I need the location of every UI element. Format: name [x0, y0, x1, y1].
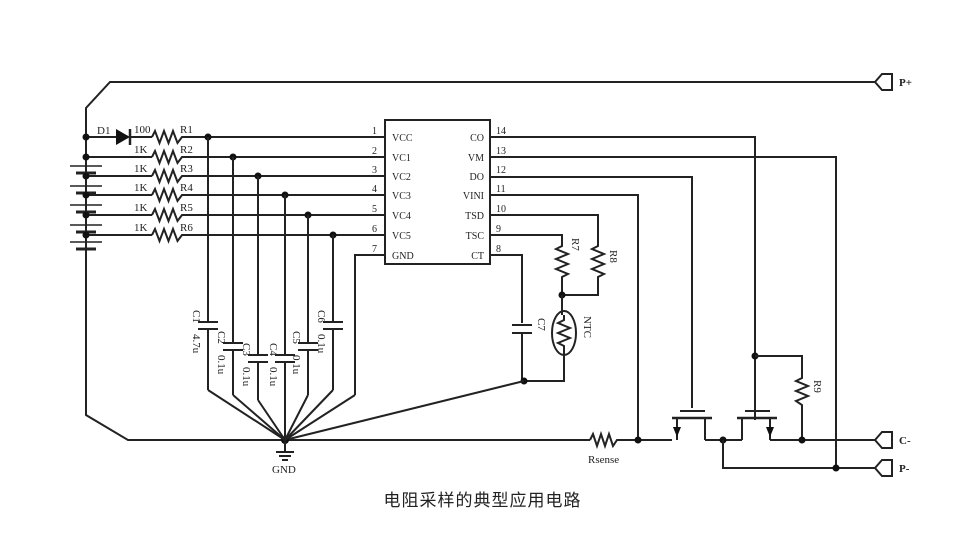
mosfet-discharge — [672, 410, 742, 441]
p-minus-wire — [722, 440, 875, 469]
ic-pin-number: 9 — [496, 224, 501, 235]
capacitor-value: 0.1u — [315, 334, 327, 354]
resistor-r6 — [82, 226, 385, 244]
capacitor-ref: C5 — [290, 331, 302, 344]
capacitor-value: 4.7u — [190, 334, 202, 354]
resistor-value: 1K — [134, 202, 148, 214]
mosfet-charge — [737, 410, 875, 441]
p-minus-label: P- — [899, 463, 910, 475]
figure-caption: 电阻采样的典型应用电路 — [383, 491, 582, 511]
ic-pin-number: 5 — [372, 204, 377, 215]
ic-pin-number: 8 — [496, 244, 501, 255]
resistor-value: 1K — [134, 182, 148, 194]
rsense-label: Rsense — [588, 454, 619, 466]
ic-pin-name: VCC — [392, 133, 413, 144]
capacitor-ref: C1 — [190, 310, 202, 323]
resistor-ref: R4 — [180, 182, 193, 194]
r7-label: R7 — [569, 238, 581, 251]
capacitor-c6 — [284, 231, 343, 441]
ic-pin-number: 13 — [496, 146, 506, 157]
p-plus-label: P+ — [899, 77, 912, 89]
p-plus-terminal — [873, 73, 893, 91]
resistor-r2 — [82, 148, 385, 166]
ic-pin-number: 6 — [372, 224, 377, 235]
ic-pin-number: 12 — [496, 165, 506, 176]
protection-ic — [384, 119, 491, 265]
p-minus-terminal — [873, 459, 893, 477]
resistor-value: 100 — [134, 124, 151, 136]
resistor-r4 — [82, 186, 385, 204]
ic-pin-name: VC3 — [392, 191, 411, 202]
capacitor-c2 — [223, 153, 286, 441]
ic-pin-number: 10 — [496, 204, 506, 215]
capacitor-ref: C2 — [215, 331, 227, 344]
ic-pin-name: TSC — [466, 231, 485, 242]
ic-pin-name: VM — [468, 153, 484, 164]
capacitor-value: 0.1u — [267, 367, 279, 387]
tsc-wire — [490, 234, 563, 240]
resistor-ref: R1 — [180, 124, 193, 136]
capacitor-value: 0.1u — [240, 367, 252, 387]
capacitor-value: 0.1u — [215, 355, 227, 375]
resistor-ref: R5 — [180, 202, 193, 214]
ic-pin-number: 14 — [496, 126, 506, 137]
vm-wire — [490, 156, 837, 468]
ic-pin-name: VINI — [463, 191, 484, 202]
r9-label: R9 — [811, 380, 823, 393]
ic-pin-name: VC4 — [392, 211, 411, 222]
c-minus-terminal — [873, 431, 893, 449]
resistor-r5 — [82, 206, 385, 224]
ct-wire — [490, 254, 523, 320]
resistor-rsense — [589, 430, 672, 450]
resistor-ref: R2 — [180, 144, 193, 156]
resistor-ref: R3 — [180, 163, 193, 175]
do-wire — [490, 176, 693, 408]
ic-pin-name: CT — [471, 251, 484, 262]
gnd-label: GND — [272, 464, 296, 476]
diode-d1-label: D1 — [97, 125, 110, 137]
ic-pin-number: 3 — [372, 165, 377, 176]
ic-pin-number: 7 — [372, 244, 377, 255]
capacitor-c4 — [275, 191, 295, 440]
resistor-r3 — [82, 167, 385, 185]
resistor-value: 1K — [134, 144, 148, 156]
capacitor-ref: C4 — [267, 343, 279, 356]
resistor-r1 — [82, 128, 385, 146]
resistor-r8 — [562, 240, 607, 296]
ic-pin-name: GND — [392, 251, 414, 262]
r8-label: R8 — [607, 250, 619, 263]
resistor-value: 1K — [134, 222, 148, 234]
capacitor-c1 — [198, 133, 286, 441]
resistor-r9 — [755, 355, 811, 440]
ic-pin-name: CO — [470, 133, 484, 144]
resistor-value: 1K — [134, 163, 148, 175]
resistor-r7 — [553, 240, 571, 295]
ic-pin-name: VC2 — [392, 172, 411, 183]
c7-label: C7 — [535, 318, 547, 331]
resistor-ref: R6 — [180, 222, 193, 234]
ic-pin-name: VC5 — [392, 231, 411, 242]
battery-negative-wire — [85, 246, 590, 441]
ic-pin-name: TSD — [465, 211, 484, 222]
ntc-label: NTC — [581, 316, 593, 338]
co-wire — [490, 136, 756, 420]
ic-pin-number: 2 — [372, 146, 377, 157]
ic-pin-number: 4 — [372, 184, 377, 195]
c-minus-label: C- — [899, 435, 911, 447]
p-plus-wire — [85, 81, 875, 118]
capacitor-ref: C3 — [240, 343, 252, 356]
gnd-pin-wire — [354, 254, 385, 395]
diode-d1 — [86, 129, 152, 145]
capacitor-value: 0.1u — [290, 355, 302, 375]
ic-pin-name: VC1 — [392, 153, 411, 164]
tsd-wire — [490, 214, 599, 240]
ic-pin-number: 1 — [372, 126, 377, 137]
ic-pin-name: DO — [470, 172, 484, 183]
capacitor-ref: C6 — [315, 310, 327, 323]
ic-pin-number: 11 — [496, 184, 506, 195]
vini-wire — [490, 194, 639, 440]
capacitor-c5 — [284, 211, 318, 441]
capacitor-c3 — [248, 172, 286, 441]
